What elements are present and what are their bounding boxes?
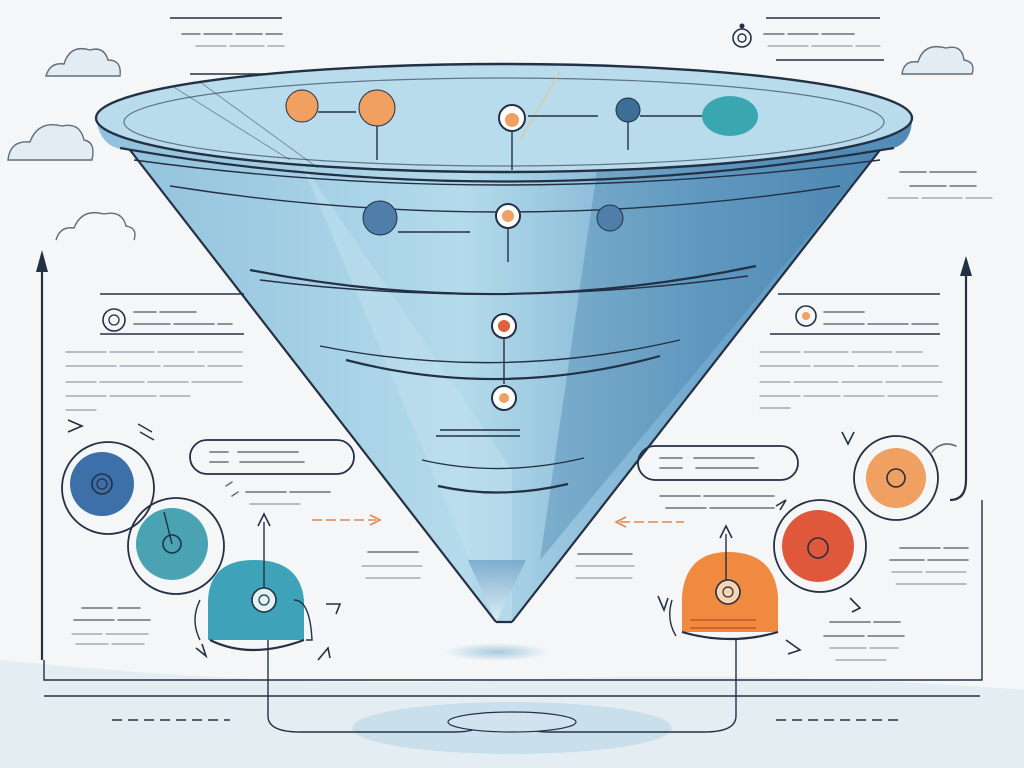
header-right-scribble	[732, 17, 884, 61]
bottom-flow	[43, 500, 983, 733]
right-caption	[575, 553, 635, 579]
pin-icon	[640, 96, 758, 136]
cloud-icon	[45, 47, 121, 77]
target-icon	[102, 308, 126, 332]
cloud-icon	[55, 211, 136, 241]
pin-icon	[596, 204, 624, 232]
left-circle-teal	[127, 497, 225, 595]
left-bottom-caption	[71, 607, 151, 645]
cloud-icon	[901, 45, 974, 75]
left-caption	[361, 551, 423, 579]
right-dome-orange	[669, 524, 779, 641]
left-annotation-block	[65, 293, 244, 411]
pin-icon	[615, 97, 641, 150]
target-icon	[732, 23, 752, 48]
right-circle-red	[773, 499, 867, 593]
pin-icon	[491, 385, 517, 411]
arrow-up-icon	[36, 250, 48, 660]
pin-icon	[491, 313, 517, 384]
arrow-right-icon	[312, 514, 382, 526]
left-dome-teal	[194, 512, 313, 652]
right-circle-orange	[853, 435, 939, 521]
target-icon	[795, 305, 817, 327]
arrow-left-icon	[614, 516, 684, 528]
pin-icon	[358, 89, 396, 160]
right-label-pill	[637, 445, 799, 481]
cloud-icon	[7, 124, 94, 161]
left-circle-blue	[61, 441, 155, 535]
arrow-accents	[67, 419, 862, 661]
pin-icon	[495, 203, 521, 262]
left-middle-text	[225, 481, 331, 505]
pin-icon	[498, 104, 598, 170]
pin-icon	[362, 200, 470, 236]
right-annotation-block	[759, 171, 993, 409]
left-label-pill	[189, 439, 355, 475]
pin-icon	[285, 89, 356, 123]
header-left-scribble	[170, 17, 300, 75]
right-bottom-caption	[823, 443, 969, 661]
right-middle-text	[659, 495, 775, 509]
arrow-up-icon	[949, 256, 972, 502]
